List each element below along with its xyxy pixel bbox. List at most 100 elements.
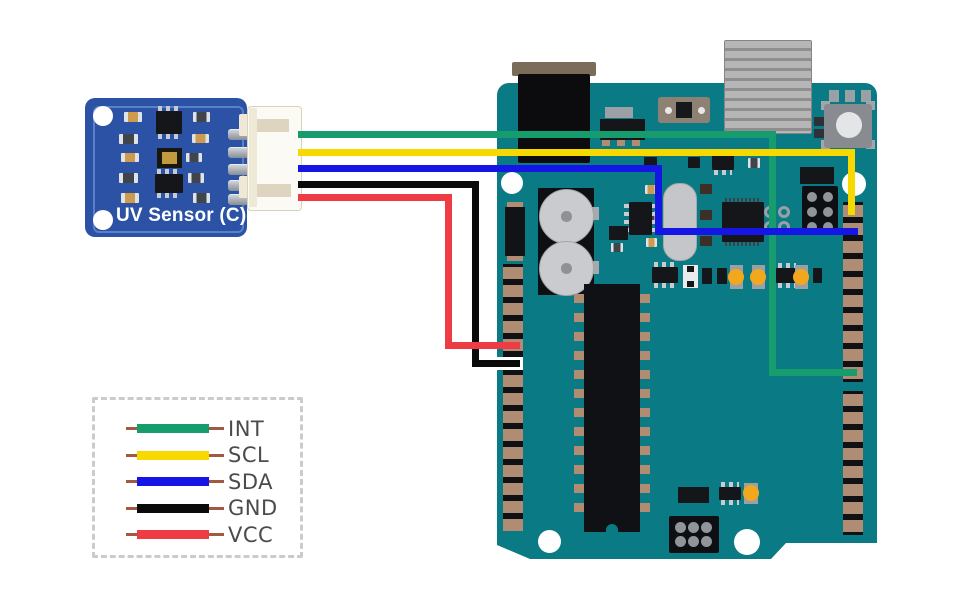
- smd-component: [800, 167, 834, 184]
- wire-segment: [445, 342, 520, 349]
- smd-component: [119, 173, 138, 183]
- smd-component: [814, 117, 824, 126]
- header-pin: [675, 522, 686, 533]
- smd-component: [192, 134, 209, 143]
- uv-sensor-die: [157, 148, 182, 168]
- header-pin: [688, 522, 699, 533]
- smd-component: [700, 184, 712, 194]
- wire-segment: [298, 181, 479, 188]
- reset-pad: [861, 90, 871, 102]
- wire-segment: [298, 194, 452, 201]
- smd-component: [188, 173, 204, 183]
- smd-ic: [776, 263, 798, 288]
- eeprom-ic: [624, 202, 657, 235]
- connector-latch: [239, 176, 249, 198]
- header-pin: [823, 222, 833, 232]
- smd-component: [119, 134, 138, 144]
- wire-segment: [298, 131, 776, 138]
- icsp-header-bottom: [669, 516, 719, 553]
- resonator: [683, 265, 698, 288]
- connector-pin: [228, 164, 254, 175]
- smd-component: [678, 487, 709, 503]
- header-pin: [701, 536, 712, 547]
- smd-component: [646, 238, 657, 247]
- header-pin: [701, 522, 712, 533]
- header-pin: [823, 207, 833, 217]
- smd-component: [688, 157, 700, 168]
- wire-segment: [472, 360, 520, 367]
- wire-segment: [298, 165, 662, 172]
- smd-ic: [719, 482, 741, 505]
- smd-component: [717, 268, 727, 284]
- reset-pad: [845, 90, 855, 102]
- legend-box: [92, 397, 303, 558]
- mounting-hole: [93, 106, 113, 126]
- led: [750, 269, 766, 285]
- regulator-die: [676, 102, 692, 118]
- sensor-board-label: UV Sensor (C): [116, 205, 247, 226]
- smd-component: [748, 158, 760, 168]
- legend-swatch: [137, 504, 209, 513]
- wire-segment: [848, 149, 855, 215]
- wire-segment: [655, 165, 662, 235]
- main-mcu-dip-chip: [574, 284, 650, 532]
- wire-segment: [655, 228, 858, 235]
- smd-pads: [507, 255, 523, 261]
- header-pin: [688, 536, 699, 547]
- via: [778, 206, 790, 218]
- smd-component: [121, 153, 139, 162]
- smd-pads: [507, 202, 523, 208]
- wire-segment: [769, 131, 776, 376]
- wire-segment: [472, 181, 479, 367]
- legend-label: SDA: [228, 470, 273, 494]
- connector-shade: [249, 108, 257, 207]
- capacitor-lead: [590, 207, 599, 220]
- header-pin: [823, 192, 833, 202]
- mounting-hole: [734, 529, 760, 555]
- dip-notch: [606, 524, 618, 532]
- smd-component: [505, 207, 525, 256]
- mounting-hole: [501, 172, 523, 194]
- connector-pin: [228, 147, 254, 158]
- regulator-dot: [698, 107, 705, 114]
- smd-component: [609, 226, 628, 240]
- header-pin: [807, 192, 817, 202]
- led: [793, 269, 809, 285]
- legend-swatch: [137, 451, 209, 460]
- capacitor: [539, 189, 594, 244]
- reset-button-cap: [836, 112, 862, 138]
- smd-component: [611, 243, 623, 252]
- usb-port: [724, 40, 812, 134]
- power-analog-header: [503, 264, 523, 531]
- connector-slot: [257, 184, 291, 197]
- smd-component: [645, 185, 657, 194]
- smd-component: [124, 112, 142, 122]
- connector-latch: [239, 114, 249, 136]
- smd-component: [702, 268, 712, 284]
- power-jack: [518, 74, 590, 163]
- smd-ic: [652, 262, 678, 288]
- legend-swatch: [137, 424, 209, 433]
- digital-header-bottom: [843, 391, 863, 535]
- sensor-ic: [155, 169, 183, 198]
- smd-component: [193, 112, 210, 122]
- legend-label: INT: [228, 417, 265, 441]
- uv-sensor-die-window: [162, 152, 177, 164]
- header-pin: [807, 222, 817, 232]
- legend-label: GND: [228, 496, 278, 520]
- sensor-ic: [156, 106, 182, 139]
- header-pin: [675, 536, 686, 547]
- legend-label: VCC: [228, 523, 274, 547]
- led: [743, 485, 759, 501]
- mounting-hole: [538, 530, 561, 553]
- smd-component: [186, 153, 202, 162]
- smd-component: [700, 210, 712, 220]
- regulator-dot: [665, 107, 672, 114]
- smd-component: [813, 268, 822, 283]
- smd-ic: [712, 150, 734, 175]
- legend-swatch: [137, 477, 209, 486]
- usb-mcu-chip: [722, 198, 764, 246]
- wire-segment: [298, 149, 855, 156]
- mounting-hole: [93, 210, 113, 230]
